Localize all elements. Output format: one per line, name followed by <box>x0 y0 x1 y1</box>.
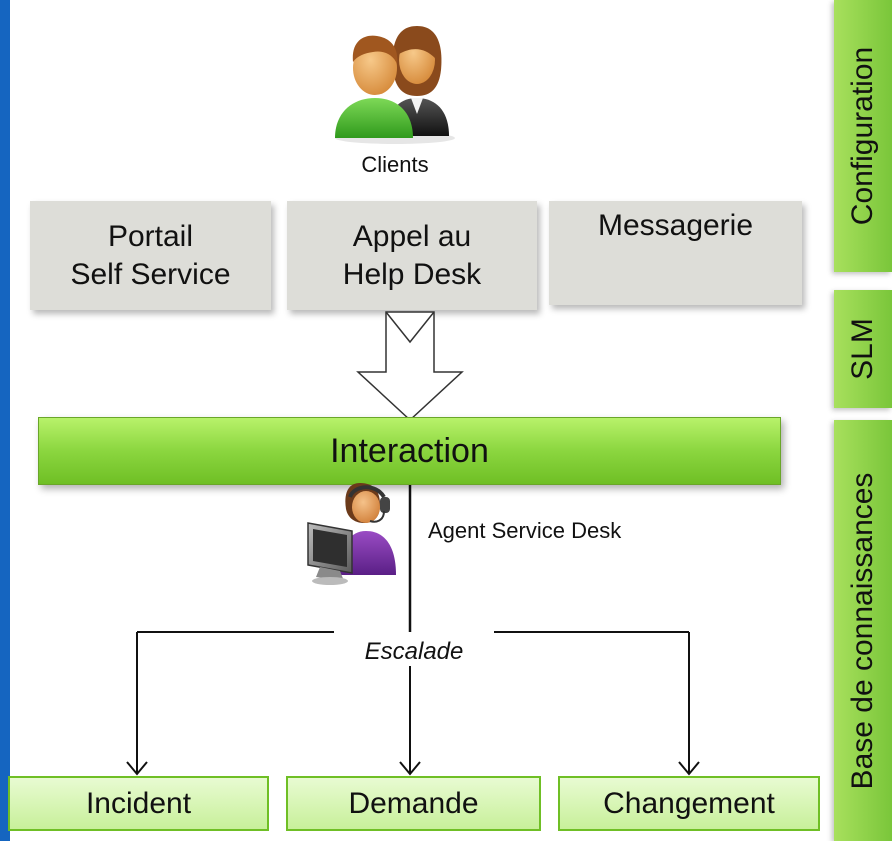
side-panel-knowledge-base-label: Base de connaissances <box>846 472 879 789</box>
side-panel-configuration: Configuration <box>834 0 892 272</box>
side-panel-configuration-label: Configuration <box>846 46 879 226</box>
channel-self-service-portal: Portail Self Service <box>30 201 271 310</box>
outcome-changement-label: Changement <box>603 786 775 820</box>
channel-help-desk-call: Appel au Help Desk <box>287 201 537 310</box>
service-desk-agent-icon <box>307 483 396 585</box>
interaction-label: Interaction <box>330 431 489 470</box>
side-panel-slm: SLM <box>834 290 892 408</box>
clients-icon <box>335 26 455 144</box>
channel-to-interaction-arrow <box>356 311 464 422</box>
outcome-changement: Changement <box>558 776 820 831</box>
channel-messaging: Messagerie <box>549 201 802 305</box>
left-accent-bar <box>0 0 10 841</box>
side-panel-knowledge-base: Base de connaissances <box>834 420 892 841</box>
outcome-incident: Incident <box>8 776 269 831</box>
interaction-bar: Interaction <box>38 417 781 485</box>
clients-label: Clients <box>361 152 429 177</box>
escalade-label: Escalade <box>334 638 494 666</box>
outcome-demande: Demande <box>286 776 541 831</box>
outcome-incident-label: Incident <box>85 786 192 820</box>
outcome-demande-label: Demande <box>348 786 479 820</box>
side-panel-slm-label: SLM <box>846 318 879 380</box>
agent-label: Agent Service Desk <box>428 518 622 543</box>
